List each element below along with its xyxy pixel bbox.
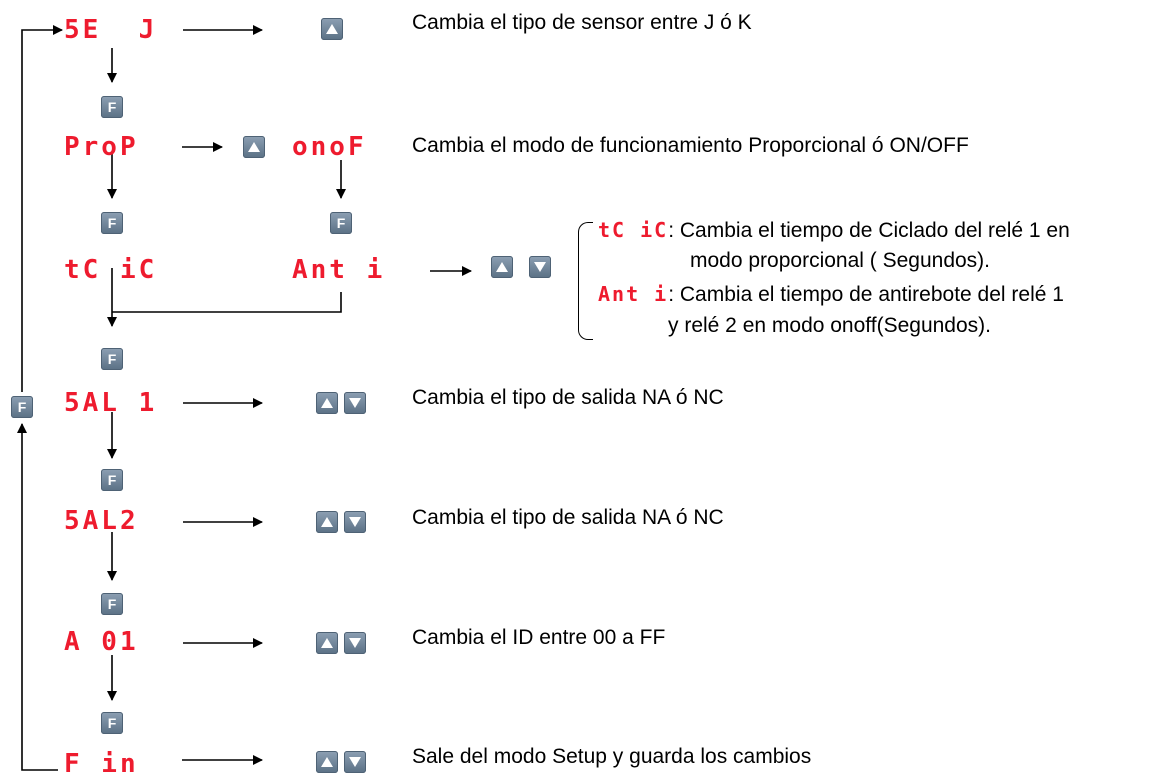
down-triangle-icon (349, 638, 361, 648)
display-onof: onoF (292, 132, 367, 162)
up-triangle-icon (321, 638, 333, 648)
up-arrow-key[interactable] (491, 256, 513, 278)
desc-mode: Cambia el modo de funcionamiento Proporc… (412, 134, 969, 157)
up-arrow-key[interactable] (316, 511, 338, 533)
display-sal1: 5AL 1 (64, 388, 158, 418)
f-key-2[interactable]: F (101, 212, 123, 234)
desc-sensor: Cambia el tipo de sensor entre J ó K (412, 11, 752, 34)
down-arrow-key[interactable] (344, 632, 366, 654)
up-triangle-icon (248, 142, 260, 152)
down-arrow-key[interactable] (344, 392, 366, 414)
desc-sal2: Cambia el tipo de salida NA ó NC (412, 506, 724, 529)
up-arrow-key[interactable] (316, 751, 338, 773)
down-arrow-key[interactable] (344, 511, 366, 533)
f-key-1[interactable]: F (101, 96, 123, 118)
f-key-4[interactable]: F (101, 469, 123, 491)
brace (578, 222, 593, 340)
display-se-j: 5E J (64, 15, 158, 45)
display-a01: A 01 (64, 627, 139, 657)
up-arrow-key[interactable] (243, 136, 265, 158)
display-prop: ProP (64, 132, 139, 162)
f-key-3[interactable]: F (101, 348, 123, 370)
desc-anti-line2: y relé 2 en modo onoff(Segundos). (668, 314, 991, 337)
down-arrow-key[interactable] (529, 256, 551, 278)
display-tcic: tC iC (64, 255, 158, 285)
down-triangle-icon (349, 517, 361, 527)
f-key-5[interactable]: F (101, 593, 123, 615)
desc-tcic-line2: modo proporcional ( Segundos). (690, 249, 991, 272)
display-tcic-inline: tC iC (598, 218, 669, 242)
desc-fin: Sale del modo Setup y guarda los cambios (412, 745, 812, 768)
up-triangle-icon (321, 517, 333, 527)
down-triangle-icon (349, 757, 361, 767)
desc-tcic-line1: tC iC: Cambia el tiempo de Ciclado del r… (598, 218, 1070, 242)
f-key-loop[interactable]: F (11, 396, 33, 418)
up-arrow-key[interactable] (321, 18, 343, 40)
f-key-onof[interactable]: F (330, 212, 352, 234)
display-anti-inline: Ant i (598, 282, 669, 306)
desc-id: Cambia el ID entre 00 a FF (412, 626, 666, 649)
up-triangle-icon (321, 757, 333, 767)
down-triangle-icon (534, 262, 546, 272)
desc-anti-line1: Ant i: Cambia el tiempo de antirebote de… (598, 282, 1064, 306)
down-triangle-icon (349, 398, 361, 408)
up-arrow-key[interactable] (316, 392, 338, 414)
up-arrow-key[interactable] (316, 632, 338, 654)
display-sal2: 5AL2 (64, 506, 139, 536)
down-arrow-key[interactable] (344, 751, 366, 773)
up-triangle-icon (321, 398, 333, 408)
desc-sal1: Cambia el tipo de salida NA ó NC (412, 386, 724, 409)
display-fin: F in (64, 749, 139, 779)
display-anti: Ant i (292, 255, 386, 285)
up-triangle-icon (496, 262, 508, 272)
up-triangle-icon (326, 24, 338, 34)
f-key-6[interactable]: F (101, 712, 123, 734)
